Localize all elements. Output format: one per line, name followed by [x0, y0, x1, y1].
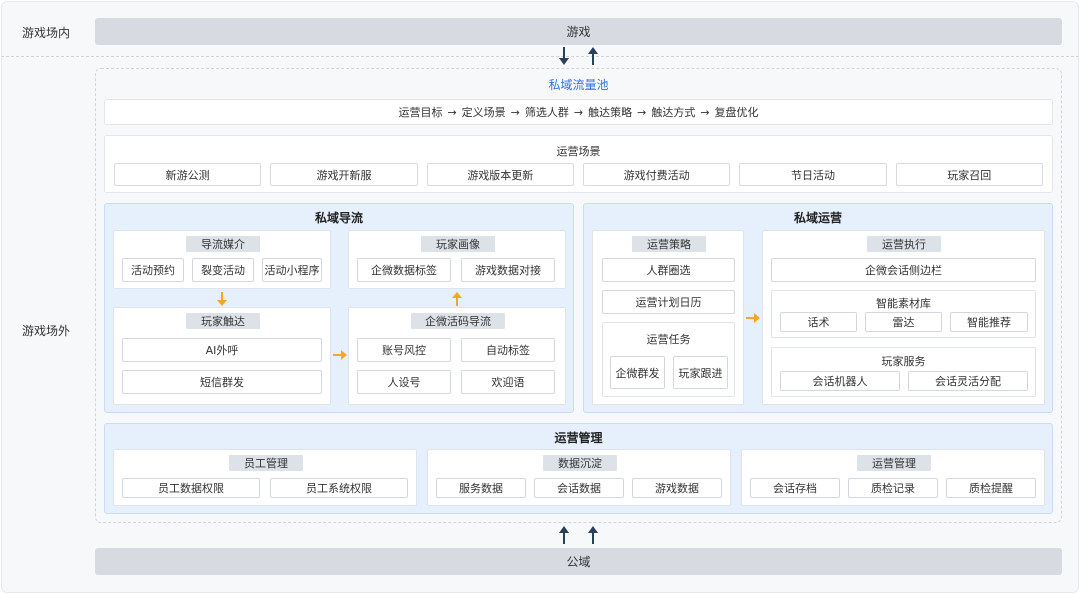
mgmt-item: 质检提醒 [946, 478, 1036, 498]
flow-step: 复盘优化 [714, 106, 759, 119]
library-item: 话术 [780, 312, 857, 332]
reach-item: 短信群发 [122, 370, 322, 394]
guide-title: 私域导流 [314, 211, 363, 225]
strategy-tag: 运营策略 [632, 236, 706, 252]
ops-panel: 私域运营 运营策略 人群圈选 运营计划日历 运营任务 企微群发 玩家跟进 运营执… [583, 203, 1053, 413]
flow-step: 定义场景 [461, 106, 506, 119]
mgmt-group-tag: 数据沉淀 [543, 455, 617, 471]
mgmt-group-tag: 员工管理 [229, 455, 303, 471]
strategy-card: 运营策略 人群圈选 运营计划日历 运营任务 企微群发 玩家跟进 [592, 230, 744, 405]
scene-item: 游戏付费活动 [582, 163, 731, 186]
guide-panel: 私域导流 导流媒介 活动预约 裂变活动 活动小程序 玩家触达 AI外呼 短信群发… [104, 203, 574, 413]
zone-divider [1, 56, 1079, 57]
arrow-right-orange-icon [745, 313, 761, 323]
mgmt-group-staff: 员工管理 员工数据权限 员工系统权限 [113, 449, 417, 506]
flow-arrow-icon: → [447, 105, 457, 119]
flow-arrow-icon: → [700, 105, 710, 119]
task-box: 运营任务 企微群发 玩家跟进 [602, 322, 735, 397]
mgmt-item: 质检记录 [848, 478, 938, 498]
mgmt-panel: 运营管理 员工管理 员工数据权限 员工系统权限 数据沉淀 服务数据 会话数据 游… [104, 423, 1053, 514]
ops-scenes: 运营场景 新游公测 游戏开新服 游戏版本更新 游戏付费活动 节日活动 玩家召回 [104, 135, 1053, 193]
arrow-up-orange-icon [452, 291, 462, 307]
pool-title: 私域流量池 [548, 78, 609, 92]
flow-step: 筛选人群 [524, 106, 569, 119]
wecom-card: 企微活码导流 账号风控 自动标签 人设号 欢迎语 [348, 307, 566, 405]
scene-item: 新游公测 [114, 163, 262, 186]
reach-tag: 玩家触达 [186, 313, 260, 329]
library-item: 雷达 [865, 312, 942, 332]
flow-arrow-icon: → [573, 105, 584, 119]
portrait-card: 玩家画像 企微数据标签 游戏数据对接 [348, 230, 566, 289]
mgmt-item: 员工数据权限 [122, 478, 260, 498]
exec-card: 运营执行 企微会话侧边栏 智能素材库 话术 雷达 智能推荐 玩家服务 会话机器人… [762, 230, 1045, 405]
arrow-down-icon [559, 46, 569, 66]
reach-item: AI外呼 [122, 338, 322, 362]
scene-item: 游戏开新服 [270, 163, 418, 186]
flow-step: 触达方式 [651, 106, 696, 119]
task-item: 玩家跟进 [673, 356, 728, 389]
wecom-item: 账号风控 [357, 338, 451, 362]
media-item: 裂变活动 [192, 258, 254, 282]
library-title: 智能素材库 [876, 297, 931, 310]
ops-title: 私域运营 [793, 211, 842, 225]
scene-item: 游戏版本更新 [426, 163, 574, 186]
scene-item: 节日活动 [739, 163, 887, 186]
arrow-up-icon [588, 46, 598, 66]
portrait-tag: 玩家画像 [421, 236, 495, 252]
ops-flow: 运营目标 → 定义场景 → 筛选人群 → 触达策略 → 触达方式 → 复盘优化 [104, 99, 1053, 125]
game-bar: 游戏 [95, 18, 1062, 45]
reach-card: 玩家触达 AI外呼 短信群发 [113, 307, 331, 405]
wecom-item: 自动标签 [461, 338, 555, 362]
scenes-title: 运营场景 [556, 145, 601, 158]
public-domain-bar: 公域 [95, 548, 1062, 575]
flow-arrow-icon: → [510, 105, 520, 119]
zone-label-outside: 游戏场外 [22, 324, 71, 338]
strategy-item: 运营计划日历 [602, 290, 735, 314]
mgmt-item: 服务数据 [436, 478, 526, 498]
service-box: 玩家服务 会话机器人 会话灵活分配 [771, 347, 1036, 397]
flow-step: 触达策略 [588, 106, 633, 119]
media-tag: 导流媒介 [186, 236, 260, 252]
service-title: 玩家服务 [881, 355, 926, 368]
mgmt-item: 游戏数据 [632, 478, 722, 498]
wecom-item: 欢迎语 [461, 370, 555, 394]
private-pool-container [95, 68, 1062, 523]
arrow-right-orange-icon [332, 350, 348, 360]
scene-item: 玩家召回 [895, 163, 1043, 186]
mgmt-item: 会话数据 [534, 478, 624, 498]
library-item: 智能推荐 [950, 312, 1028, 332]
wecom-item: 人设号 [357, 370, 451, 394]
media-item: 活动小程序 [262, 258, 322, 282]
mgmt-item: 会话存档 [750, 478, 840, 498]
task-item: 企微群发 [610, 356, 665, 389]
arrow-down-orange-icon [217, 291, 227, 307]
mgmt-title: 运营管理 [554, 431, 603, 445]
library-box: 智能素材库 话术 雷达 智能推荐 [771, 290, 1036, 338]
portrait-item: 企微数据标签 [357, 258, 451, 282]
arrow-up-icon [588, 525, 598, 545]
wecom-tag: 企微活码导流 [411, 313, 505, 329]
task-title: 运营任务 [646, 333, 691, 346]
arrow-up-icon [559, 525, 569, 545]
media-item: 活动预约 [122, 258, 184, 282]
service-item: 会话机器人 [780, 371, 900, 391]
flow-arrow-icon: → [637, 105, 647, 119]
exec-sidebar: 企微会话侧边栏 [771, 258, 1036, 282]
portrait-item: 游戏数据对接 [461, 258, 555, 282]
service-item: 会话灵活分配 [908, 371, 1028, 391]
media-card: 导流媒介 活动预约 裂变活动 活动小程序 [113, 230, 331, 289]
strategy-item: 人群圈选 [602, 258, 735, 282]
mgmt-item: 员工系统权限 [270, 478, 408, 498]
mgmt-group-ops: 运营管理 会话存档 质检记录 质检提醒 [741, 449, 1045, 506]
zone-label-inside: 游戏场内 [22, 26, 71, 40]
mgmt-group-data: 数据沉淀 服务数据 会话数据 游戏数据 [427, 449, 731, 506]
exec-tag: 运营执行 [867, 236, 941, 252]
mgmt-group-tag: 运营管理 [857, 455, 931, 471]
flow-step: 运营目标 [398, 106, 443, 119]
